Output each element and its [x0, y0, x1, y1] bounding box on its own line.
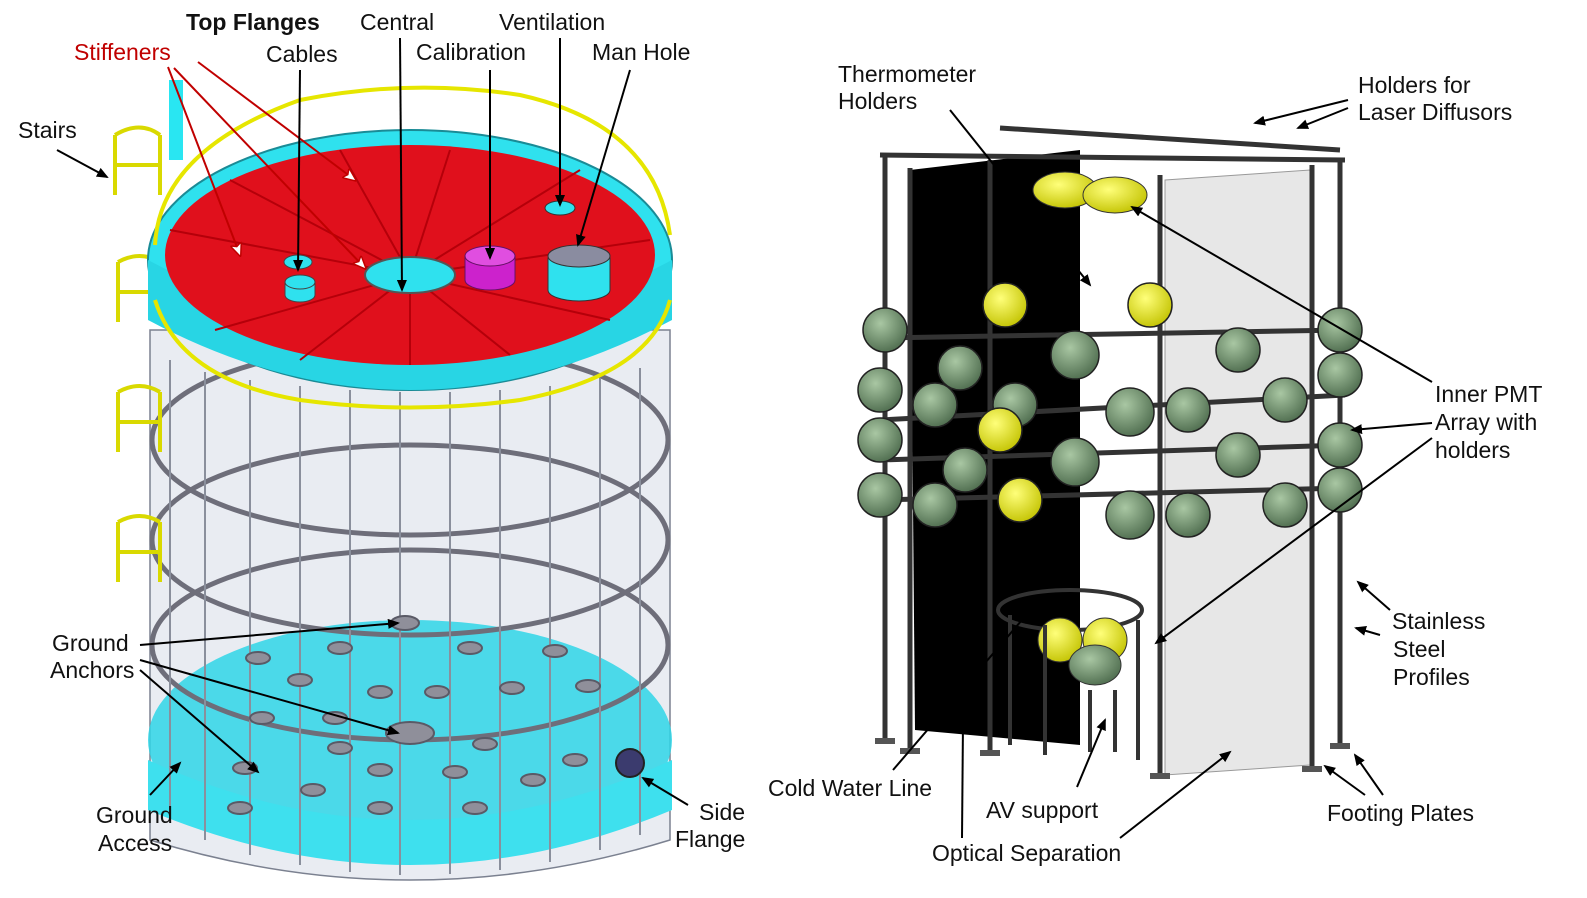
tank-roof-edge — [148, 260, 672, 390]
label-steel-2: Steel — [1393, 636, 1445, 662]
label-av-support: AV support — [986, 797, 1099, 823]
label-stairs: Stairs — [18, 117, 77, 143]
label-stiffeners: Stiffeners — [74, 39, 171, 65]
label-ventilation: Ventilation — [499, 9, 605, 35]
label-pmt-2: Array with — [1435, 409, 1537, 435]
man-hole — [547, 257, 611, 302]
label-side-flange-2: Flange — [675, 826, 745, 852]
label-side-flange-1: Side — [699, 799, 745, 825]
pmt-structure — [857, 125, 1363, 779]
label-calibration: Calibration — [416, 39, 526, 65]
label-ground-access-2: Access — [98, 830, 172, 856]
label-man-hole: Man Hole — [592, 39, 690, 65]
label-optical-separation: Optical Separation — [932, 840, 1121, 866]
wall-ring — [149, 442, 671, 638]
label-cables: Cables — [266, 41, 338, 67]
vertical-profiles — [169, 360, 641, 875]
label-top-flanges: Top Flanges — [186, 9, 320, 35]
label-pmt-1: Inner PMT — [1435, 381, 1542, 407]
labels-right: Thermometer Holders Holders for Laser Di… — [768, 61, 1542, 866]
label-cold-water-line: Cold Water Line — [768, 775, 932, 801]
label-central: Central — [360, 9, 434, 35]
av-support — [1008, 615, 1140, 760]
pmt-array — [857, 171, 1363, 760]
label-thermometer-1: Thermometer — [838, 61, 976, 87]
label-steel-1: Stainless — [1392, 608, 1485, 634]
labels-left: Top Flanges Central Calibration Ventilat… — [18, 9, 745, 856]
side-flange — [615, 748, 645, 778]
central-calibration-flange — [364, 256, 456, 294]
label-footing-plates: Footing Plates — [1327, 800, 1474, 826]
label-laser-1: Holders for — [1358, 72, 1471, 98]
label-pmt-3: holders — [1435, 437, 1510, 463]
label-ground-anchors-2: Anchors — [50, 657, 134, 683]
label-laser-2: Laser Diffusors — [1358, 99, 1512, 125]
roof-railing — [153, 85, 672, 246]
label-ground-access-1: Ground — [96, 802, 173, 828]
label-steel-3: Profiles — [1393, 664, 1470, 690]
label-ground-anchors-1: Ground — [52, 630, 129, 656]
tank-base-ring — [148, 760, 672, 865]
leader-lines — [56, 37, 1433, 839]
water-tank — [113, 80, 673, 881]
label-thermometer-2: Holders — [838, 88, 917, 114]
